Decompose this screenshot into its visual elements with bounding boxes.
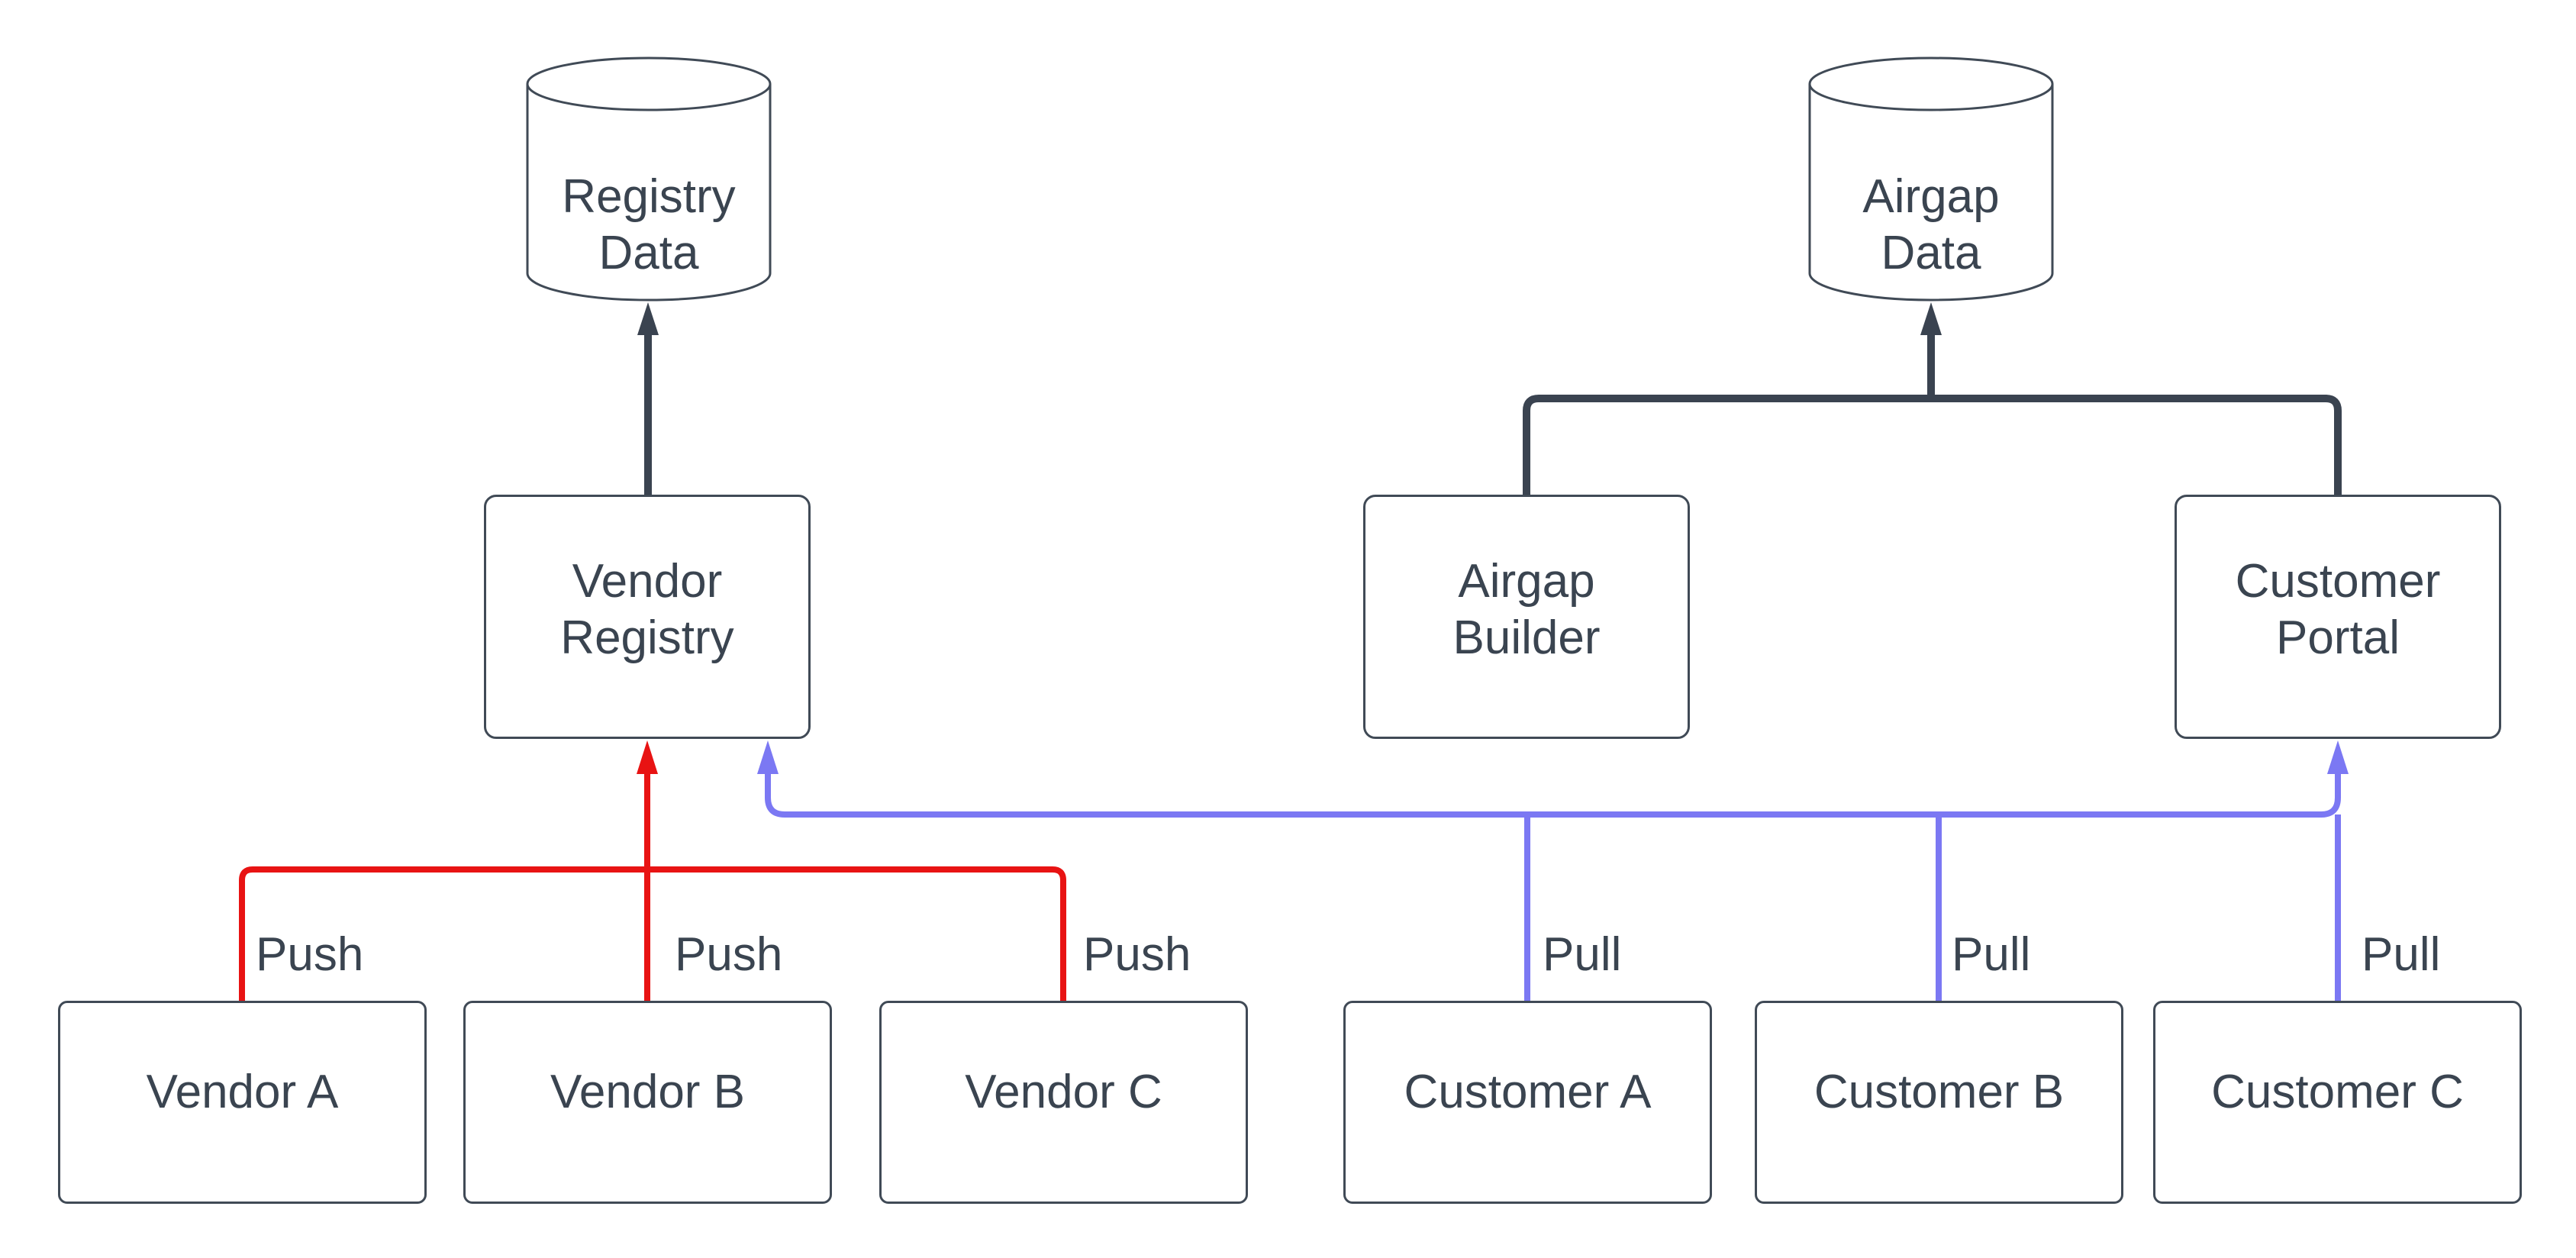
edge-customers-to-vendor-registry <box>757 740 2349 1002</box>
node-label-line: Data <box>1881 226 1981 279</box>
node-label: Customer Portal <box>2236 553 2441 666</box>
arrowhead-up-icon <box>1920 302 1942 335</box>
node-label: Airgap Builder <box>1453 553 1601 666</box>
database-cylinder-icon <box>526 56 772 302</box>
node-label: Customer B <box>1814 1066 2065 1118</box>
edge-line <box>239 866 648 1002</box>
node-label-line: Portal <box>2276 611 2400 664</box>
edge-label-pull-customer-a: Pull <box>1543 928 1622 981</box>
edge-label-pull-customer-c: Pull <box>2362 928 2441 981</box>
node-registry-data: Registry Data <box>526 55 772 302</box>
arrowhead-up-icon <box>2327 740 2349 774</box>
node-label-line: Vendor <box>572 555 723 608</box>
node-label-line: Builder <box>1452 611 1601 664</box>
node-customer-c: Customer C <box>2153 1001 2522 1204</box>
node-label-line: Data <box>598 226 699 279</box>
node-vendor-c: Vendor C <box>879 1001 1248 1204</box>
node-label-line: Registry <box>562 169 736 223</box>
edge-airgap-builder-to-airgap-data <box>1523 395 1931 496</box>
arrowhead-up-icon <box>757 740 779 774</box>
edge-customer-portal-to-airgap-data <box>1920 302 2342 496</box>
edge-line <box>765 773 2341 818</box>
node-label: Vendor A <box>146 1066 339 1118</box>
edge-line <box>1523 395 1931 496</box>
node-label-line: Airgap <box>1862 169 2000 223</box>
node-airgap-builder: Airgap Builder <box>1363 495 1690 739</box>
arrowhead-up-icon <box>637 740 658 774</box>
node-label: Registry Data <box>526 139 772 302</box>
edge-line <box>648 866 1066 1002</box>
edge-label-pull-customer-b: Pull <box>1952 928 2031 981</box>
node-label: Customer C <box>2211 1066 2464 1118</box>
node-customer-b: Customer B <box>1755 1001 2123 1204</box>
edge-vendor-c-to-vendor-registry <box>648 866 1066 1002</box>
arrowhead-up-icon <box>637 302 659 335</box>
node-label: Vendor Registry <box>560 553 733 666</box>
node-label: Customer A <box>1404 1066 1652 1118</box>
edge-label-push-vendor-a: Push <box>256 928 364 981</box>
node-airgap-data: Airgap Data <box>1808 55 2054 302</box>
database-cylinder-icon <box>1808 56 2054 302</box>
node-label: Vendor C <box>965 1066 1162 1118</box>
node-customer-a: Customer A <box>1343 1001 1712 1204</box>
node-vendor-a: Vendor A <box>58 1001 427 1204</box>
node-label: Vendor B <box>550 1066 746 1118</box>
edge-vendor-b-to-vendor-registry <box>637 740 658 1002</box>
node-vendor-b: Vendor B <box>463 1001 832 1204</box>
node-label: Airgap Data <box>1808 139 2054 302</box>
edge-line <box>1931 395 2342 496</box>
node-label-line: Registry <box>560 611 734 664</box>
node-customer-portal: Customer Portal <box>2175 495 2501 739</box>
node-label-line: Airgap <box>1458 555 1595 608</box>
node-vendor-registry: Vendor Registry <box>484 495 811 739</box>
edge-vendor-registry-to-registry-data <box>637 302 659 496</box>
edge-label-push-vendor-c: Push <box>1083 928 1191 981</box>
edge-vendor-a-to-vendor-registry <box>239 866 648 1002</box>
node-label-line: Customer <box>2235 555 2441 608</box>
edge-label-push-vendor-b: Push <box>675 928 783 981</box>
